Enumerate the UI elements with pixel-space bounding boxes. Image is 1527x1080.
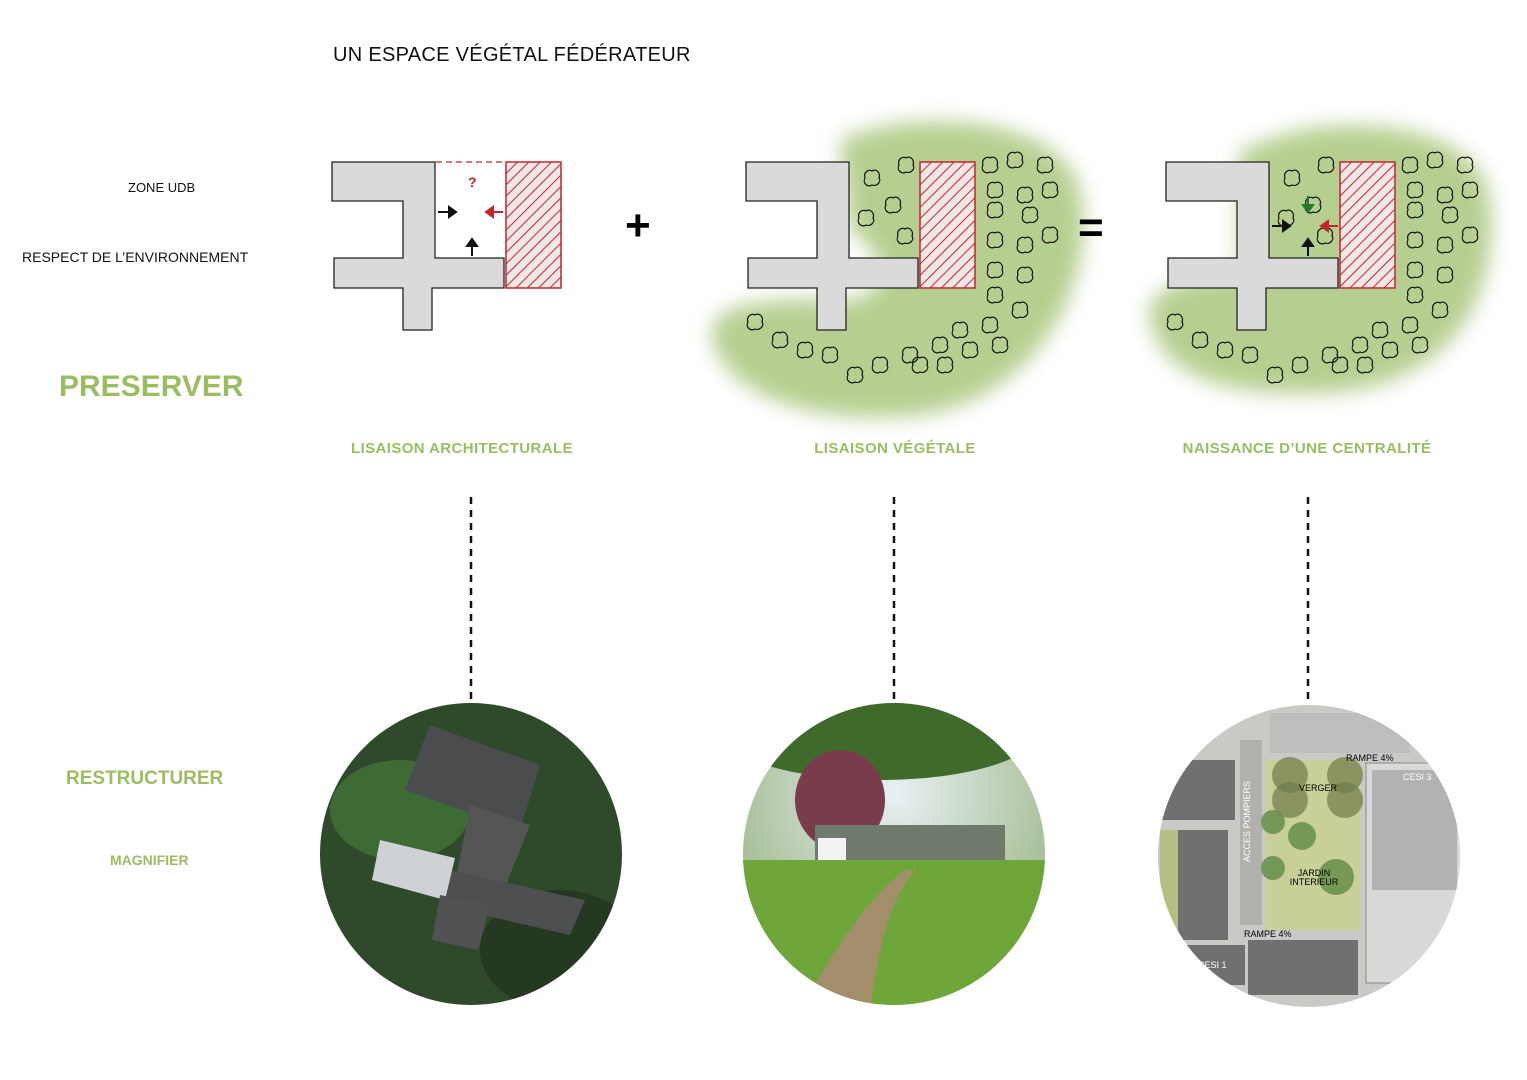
magnifier-heading: MAGNIFIER [110,852,189,868]
plan-label-jardin: JARDIN [1298,868,1331,878]
plus-operator: + [625,201,651,250]
question-mark: ? [468,174,477,190]
arrow-right-icon [1272,219,1292,233]
caption-architectural-link: LISAISON ARCHITECTURALE [351,440,573,457]
diagram-vegetal-link [711,121,1084,418]
plan-label-cesi3: CESI 3 [1403,772,1432,782]
page-title: UN ESPACE VÉGÉTAL FÉDÉRATEUR [333,44,691,66]
arrow-up-icon [465,237,479,256]
restructurer-heading: RESTRUCTURER [66,768,224,789]
diagram-architectural-link: ? [331,161,562,331]
plan-label-rampe-top: RAMPE 4% [1346,753,1394,763]
park-photo [743,703,1045,1005]
arrow-left-icon [1319,219,1338,233]
equals-operator: = [1078,203,1104,252]
plan-label-interieur: INTERIEUR [1290,877,1339,887]
plan-label-cesi1: CESI 1 [1198,960,1227,970]
caption-vegetal-link: LISAISON VÉGÉTALE [814,440,976,457]
arrow-right-icon [438,205,458,219]
arrow-up-icon [1301,237,1315,256]
aerial-photo [320,703,622,1005]
plan-label-acces: ACCES POMPIERS [1242,781,1252,862]
plan-label-verger: VERGER [1299,783,1338,793]
zone-udb-hatch [919,161,976,289]
arrow-down-icon [1301,196,1315,214]
plan-label-rampe-bottom: RAMPE 4% [1244,929,1292,939]
diagram-centrality [1149,125,1492,394]
zone-udb-hatch [505,161,562,289]
site-plan: VERGER JARDIN INTERIEUR ACCES POMPIERS C… [1158,705,1460,1007]
respect-label: RESPECT DE L’ENVIRONNEMENT [22,249,249,265]
arrow-left-icon [484,205,503,219]
caption-centrality: NAISSANCE D’UNE CENTRALITÉ [1182,440,1432,457]
preserver-heading: PRESERVER [59,370,244,403]
zone-label: ZONE UDB [128,180,196,195]
zone-udb-hatch [1339,161,1396,289]
